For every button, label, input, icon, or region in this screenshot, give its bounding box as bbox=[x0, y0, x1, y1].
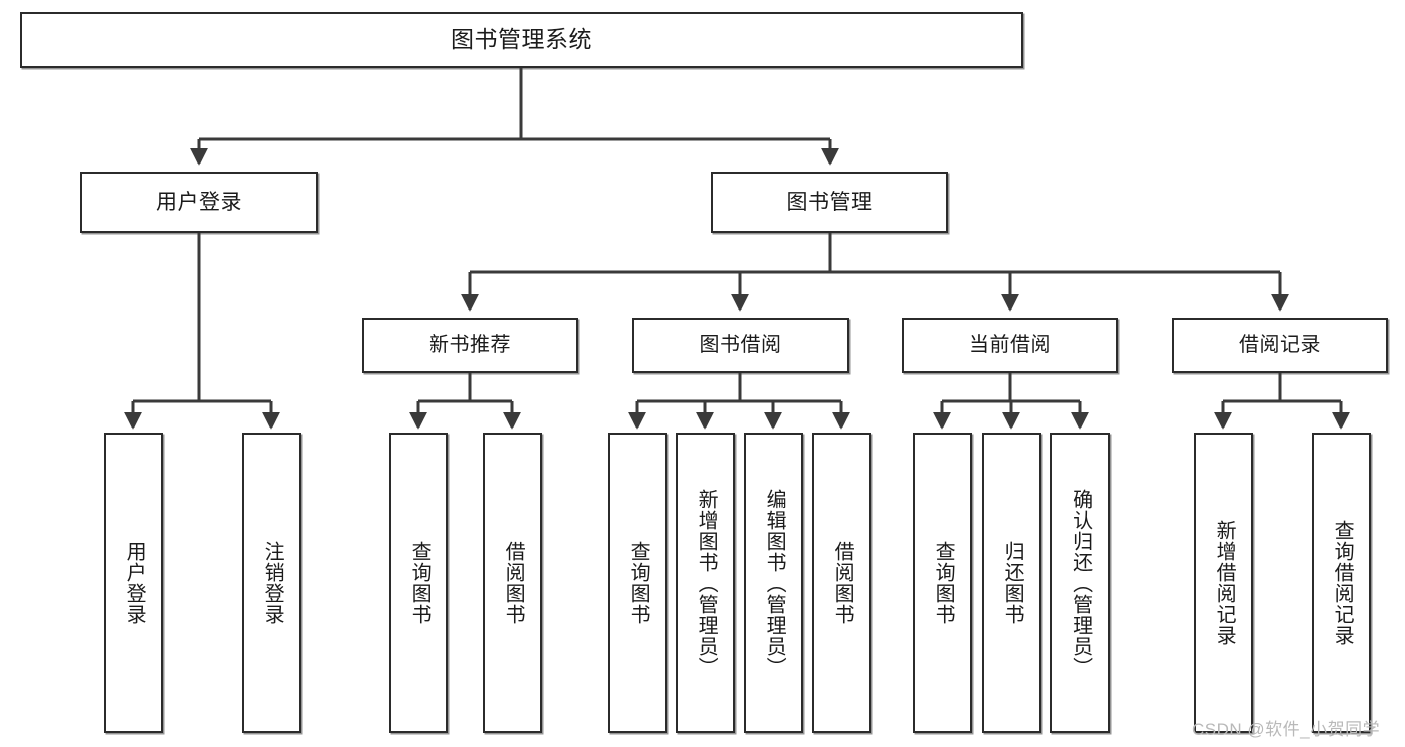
node-current-borrow[interactable]: 当前借阅 bbox=[902, 318, 1118, 373]
node-leaf-edit-book-label: 编辑图书（管理员） bbox=[763, 488, 786, 678]
node-user-login[interactable]: 用户登录 bbox=[80, 172, 318, 233]
node-user-login-label: 用户登录 bbox=[156, 190, 242, 214]
node-root[interactable]: 图书管理系统 bbox=[20, 12, 1023, 68]
node-leaf-query-record[interactable]: 查询借阅记录 bbox=[1312, 433, 1371, 733]
node-leaf-confirm-return-label: 确认归还（管理员） bbox=[1069, 488, 1092, 678]
node-leaf-add-book-label: 新增图书（管理员） bbox=[695, 488, 718, 678]
node-leaf-add-book[interactable]: 新增图书（管理员） bbox=[676, 433, 735, 733]
node-book-manage[interactable]: 图书管理 bbox=[711, 172, 948, 233]
node-leaf-query-book-2-label: 查询图书 bbox=[627, 541, 650, 625]
node-book-manage-label: 图书管理 bbox=[786, 190, 873, 214]
node-root-label: 图书管理系统 bbox=[451, 26, 592, 53]
node-leaf-query-book-3[interactable]: 查询图书 bbox=[913, 433, 972, 733]
node-leaf-return-book[interactable]: 归还图书 bbox=[982, 433, 1041, 733]
node-leaf-borrow-book-2[interactable]: 借阅图书 bbox=[812, 433, 871, 733]
node-leaf-user-login[interactable]: 用户登录 bbox=[104, 433, 163, 733]
node-leaf-add-record-label: 新增借阅记录 bbox=[1213, 520, 1236, 646]
node-leaf-borrow-book-1[interactable]: 借阅图书 bbox=[483, 433, 542, 733]
node-borrow-record-label: 借阅记录 bbox=[1239, 334, 1321, 357]
node-leaf-return-book-label: 归还图书 bbox=[1001, 541, 1024, 625]
node-leaf-user-login-label: 用户登录 bbox=[123, 541, 146, 625]
node-leaf-query-record-label: 查询借阅记录 bbox=[1331, 520, 1354, 646]
node-leaf-query-book-1[interactable]: 查询图书 bbox=[389, 433, 448, 733]
node-leaf-logout-login-label: 注销登录 bbox=[261, 541, 284, 625]
node-leaf-query-book-1-label: 查询图书 bbox=[408, 541, 431, 625]
node-leaf-edit-book[interactable]: 编辑图书（管理员） bbox=[744, 433, 803, 733]
node-leaf-add-record[interactable]: 新增借阅记录 bbox=[1194, 433, 1253, 733]
node-borrow-record[interactable]: 借阅记录 bbox=[1172, 318, 1388, 373]
node-book-borrow[interactable]: 图书借阅 bbox=[632, 318, 849, 373]
node-book-borrow-label: 图书借阅 bbox=[699, 334, 782, 357]
node-new-book-recommend-label: 新书推荐 bbox=[429, 334, 511, 357]
node-leaf-logout-login[interactable]: 注销登录 bbox=[242, 433, 301, 733]
watermark-text: CSDN @软件_小贺同学 bbox=[1192, 720, 1381, 739]
node-leaf-borrow-book-2-label: 借阅图书 bbox=[831, 541, 854, 625]
node-current-borrow-label: 当前借阅 bbox=[969, 334, 1051, 357]
node-new-book-recommend[interactable]: 新书推荐 bbox=[362, 318, 578, 373]
node-leaf-confirm-return[interactable]: 确认归还（管理员） bbox=[1050, 433, 1110, 733]
node-leaf-query-book-2[interactable]: 查询图书 bbox=[608, 433, 667, 733]
node-leaf-query-book-3-label: 查询图书 bbox=[932, 541, 955, 625]
node-leaf-borrow-book-1-label: 借阅图书 bbox=[502, 541, 525, 625]
